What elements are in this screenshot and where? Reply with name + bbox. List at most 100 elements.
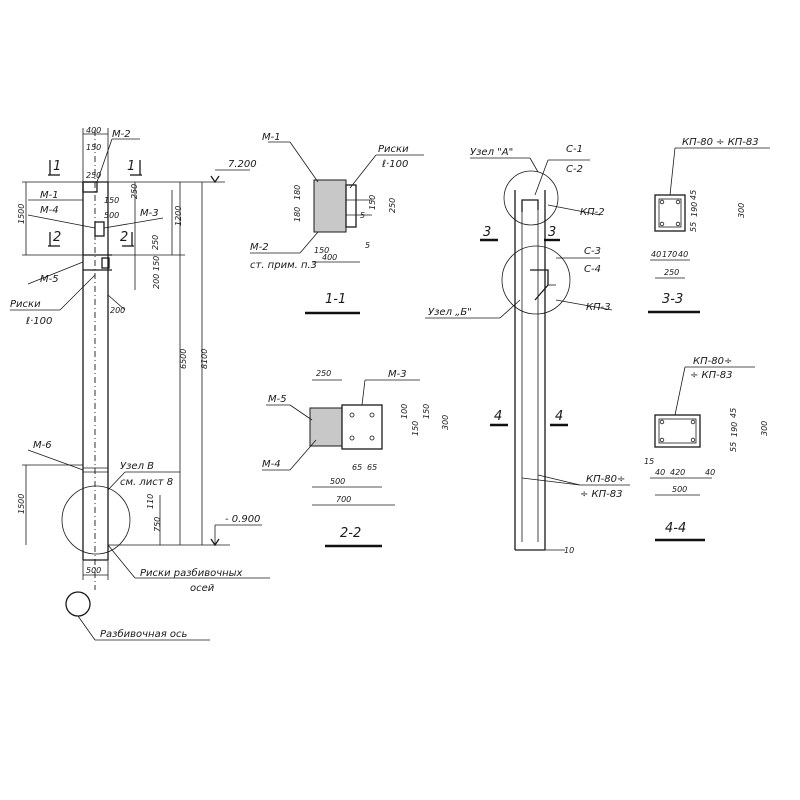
dim-mid-11: 110 — [146, 494, 155, 509]
dim-mid-6: 250 — [151, 235, 160, 250]
s11-dim-150b: 150 — [368, 195, 377, 210]
section-mark-2-right: 2 — [120, 230, 128, 245]
s22-mark-m5: М-5 — [268, 394, 287, 405]
section-mark-1-right: 1 — [127, 159, 135, 174]
node-v-label: Узел В — [120, 461, 154, 472]
node-v-note: см. лист 8 — [120, 477, 173, 488]
axis-circle — [65, 591, 91, 617]
dim-left-1: 1500 — [17, 204, 26, 224]
s22-title: 2-2 — [340, 526, 361, 541]
s22-dim-150b: 150 — [422, 404, 431, 419]
node-v-circle — [61, 485, 131, 555]
s33-dim-300: 300 — [737, 203, 746, 218]
s22-dim-65a: 65 — [352, 463, 362, 472]
label-c2: С-2 — [566, 164, 583, 175]
s44-dim-40a: 40 — [655, 468, 665, 477]
s11-risk-note: ℓ·100 — [382, 159, 408, 170]
sec-3-left: 3 — [483, 225, 491, 240]
dim-bottom: 500 — [86, 566, 101, 575]
s44-dim-500: 500 — [672, 485, 687, 494]
s44-label-1: КП-80÷ — [693, 356, 732, 367]
section-1-1: М-1 М-2 ст. прим. п.3 Риски ℓ·100 400 15… — [250, 132, 424, 315]
mark-m4: М-4 — [40, 205, 59, 216]
level-top: 7.200 — [228, 159, 257, 170]
s44-dim-190: 190 — [730, 422, 739, 437]
dim-left-2: 1500 — [17, 494, 26, 514]
s22-mark-m4: М-4 — [262, 459, 281, 470]
mark-m2: М-2 — [112, 129, 131, 140]
s22-dim-150a: 150 — [411, 421, 420, 436]
section-2-2: М-3 М-5 М-4 250 65 65 500 700 100 150 15… — [262, 369, 450, 548]
s11-risk-label: Риски — [378, 144, 409, 155]
dim-mid-8: 200 — [152, 274, 161, 289]
dim-mid-10: 750 — [153, 517, 162, 532]
mark-m3: М-3 — [140, 208, 159, 219]
s44-title: 4-4 — [665, 521, 686, 536]
s11-mark-m2: М-2 — [250, 242, 269, 253]
s22-dim-500: 500 — [330, 477, 345, 486]
s22-dim-65b: 65 — [367, 463, 377, 472]
s33-dim-40b: 40 — [678, 250, 688, 259]
s33-dim-45: 45 — [689, 190, 698, 200]
label-kp80-1: КП-80÷ — [586, 474, 625, 485]
s11-dim-5b: 5 — [365, 241, 370, 250]
sec-3-right: 3 — [548, 225, 556, 240]
s22-dim-300: 300 — [441, 415, 450, 430]
s44-dim-40b: 40 — [705, 468, 715, 477]
section-4-4: КП-80÷ ÷ КП-83 15 40 420 40 500 45 190 5… — [644, 356, 769, 542]
s22-dim-100: 100 — [400, 404, 409, 419]
label-c3: С-3 — [584, 246, 601, 257]
axis-label: Разбивочная ось — [100, 628, 188, 640]
dim-top-2: 150 — [86, 143, 101, 152]
node-a-label: Узел "А" — [470, 147, 513, 158]
label-c4: С-4 — [584, 264, 601, 275]
s44-dim-300: 300 — [760, 421, 769, 436]
label-c1: С-1 — [566, 144, 583, 155]
s44-dim-45: 45 — [729, 408, 738, 418]
s33-dim-40a: 40 — [651, 250, 661, 259]
dim-top-3: 250 — [86, 171, 101, 180]
s33-dim-55: 55 — [689, 222, 698, 232]
s11-note: ст. прим. п.3 — [250, 260, 317, 271]
sec-4-right: 4 — [555, 409, 563, 424]
risk-note: ℓ·100 — [26, 316, 52, 327]
label-kp2: КП-2 — [580, 207, 605, 218]
s33-dim-190: 190 — [690, 202, 699, 217]
section-mark-2-left: 2 — [53, 230, 61, 245]
mark-m1: М-1 — [40, 190, 59, 201]
section-3-3: КП-80 ÷ КП-83 40 170 40 250 45 190 55 30… — [648, 137, 770, 314]
dim-mid-1: 250 — [130, 184, 139, 199]
s33-dim-250: 250 — [664, 268, 679, 277]
node-a-circle — [503, 170, 559, 226]
axis-marks-label-2: осей — [190, 583, 215, 594]
s33-title: 3-3 — [662, 292, 683, 307]
section-mark-1-left: 1 — [53, 159, 61, 174]
s22-mark-m3: М-3 — [388, 369, 407, 380]
s44-dim-55: 55 — [729, 442, 738, 452]
risk-label: Риски — [10, 299, 41, 310]
dim-mid-9: 200 — [110, 306, 125, 315]
s11-dim-150: 150 — [314, 246, 329, 255]
node-b-label: Узел „Б" — [428, 307, 472, 318]
dim-mid-3: 500 — [104, 211, 119, 220]
mark-m6: М-6 — [33, 440, 52, 451]
main-column-view: 400 150 250 М-2 М-1 М-4 М-3 М-5 М-6 1 1 … — [10, 126, 270, 641]
dim-height-6500: 6500 — [179, 349, 188, 369]
s22-dim-700: 700 — [336, 495, 351, 504]
s44-label-2: ÷ КП-83 — [690, 370, 733, 381]
s11-dim-5a: 5 — [360, 211, 365, 220]
label-kp3: КП-3 — [586, 302, 611, 313]
s33-label: КП-80 ÷ КП-83 — [682, 137, 759, 148]
node-b-circle — [501, 245, 571, 315]
s11-dim-250: 250 — [388, 198, 397, 213]
s11-title: 1-1 — [325, 292, 346, 307]
sec-4-left: 4 — [494, 409, 502, 424]
dim-mid-7: 150 — [152, 256, 161, 271]
s11-dim-180b: 180 — [293, 207, 302, 222]
mark-m5: М-5 — [40, 274, 59, 285]
s22-dim-250: 250 — [316, 369, 331, 378]
level-bottom: - 0.900 — [225, 514, 260, 525]
dim-height-8100: 8100 — [200, 349, 209, 369]
s11-dim-180a: 180 — [293, 185, 302, 200]
s44-dim-15: 15 — [644, 457, 654, 466]
